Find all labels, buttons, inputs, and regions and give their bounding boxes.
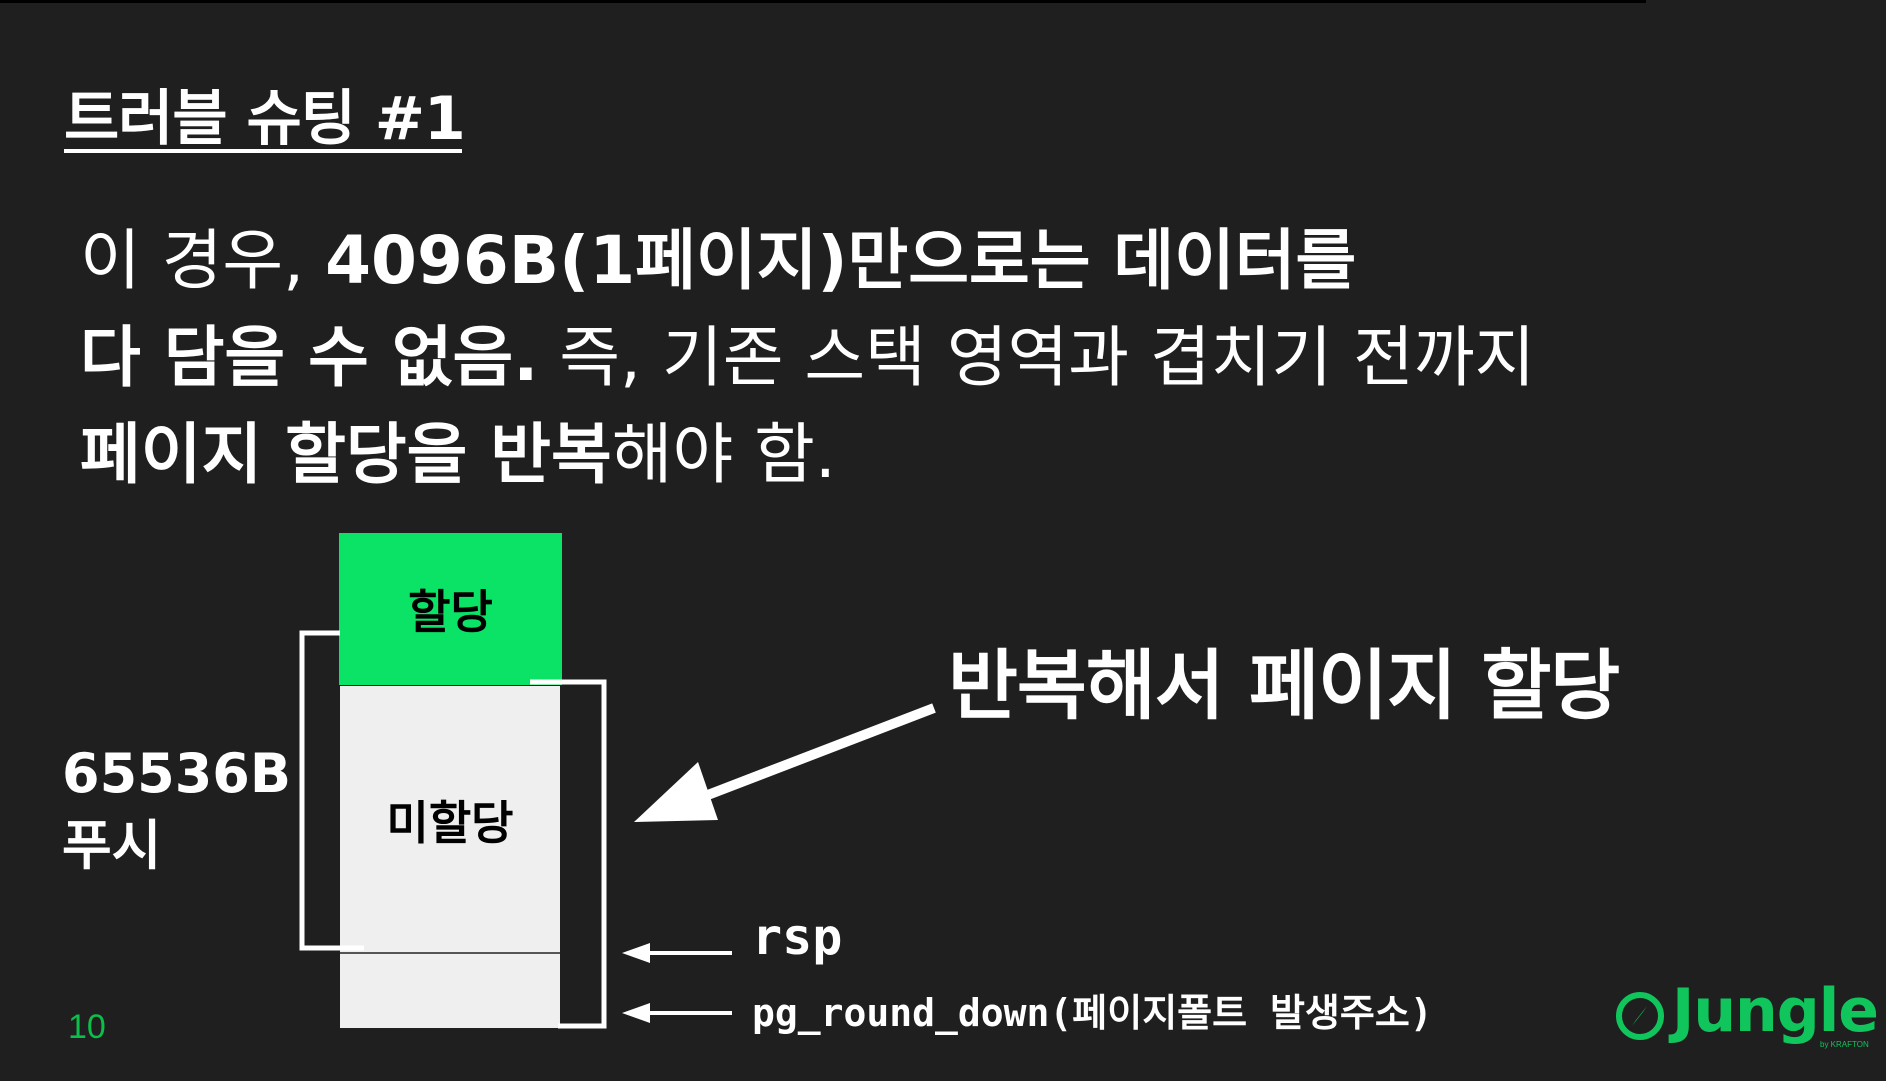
page-number: 10 [68,1008,106,1046]
push-span-bracket [299,630,364,951]
body-text-bold: 페이지 할당을 반복 [80,416,612,493]
body-text-segment: 이 경우, [80,222,326,299]
callout-arrow-shaft [698,703,936,803]
page-span-bracket [530,679,607,1029]
body-line-2: 다 담을 수 없음. 즉, 기존 스택 영역과 겹치기 전까지 [80,309,1640,406]
body-text-segment: 즉, 기존 스택 영역과 겹치기 전까지 [538,319,1536,396]
allocated-label: 할당 [408,585,493,639]
callout-arrow-head [634,762,718,822]
body-line-1: 이 경우, 4096B(1페이지)만으로는 데이터를 [80,212,1640,309]
compass-icon [1616,992,1664,1040]
body-text-bold: 만으로는 [847,222,1114,299]
jungle-logo: Jungle by KRAFTON [1614,976,1879,1064]
logo-text: Jungle [1672,976,1879,1046]
slide-title: 트러블 슈팅 #1 [64,84,466,154]
push-size-value: 65536B [62,742,292,805]
callout-text: 반복해서 페이지 할당 [948,641,1620,730]
body-line-3: 페이지 할당을 반복해야 함. [80,406,1640,503]
unallocated-label: 미할당 [386,795,514,850]
top-border-line [0,0,1646,3]
pg-arrow-head [622,1003,650,1023]
push-word: 푸시 [62,814,162,877]
stack-bottom-block [340,954,560,1028]
push-size-label: 65536B 푸시 [62,738,291,882]
logo-subtext: by KRAFTON [1820,1040,1869,1049]
body-text-bold: 다 담을 수 없음. [80,319,539,396]
rsp-label: rsp [752,908,843,966]
slide-body: 이 경우, 4096B(1페이지)만으로는 데이터를 다 담을 수 없음. 즉,… [80,212,1640,503]
body-text-bold: 4096B(1페이지) [325,222,848,299]
pg-round-down-label: pg_round_down(페이지폴트 발생주소) [752,991,1433,1035]
stack-divider [340,952,560,954]
stack-allocated-block: 할당 [339,533,562,685]
title-underline [64,149,462,153]
body-text-segment: 해야 함. [611,416,836,493]
rsp-arrow-head [622,943,650,963]
body-text-bold: 데이터를 [1113,222,1357,299]
stack-unallocated-block: 미할당 [340,686,560,953]
